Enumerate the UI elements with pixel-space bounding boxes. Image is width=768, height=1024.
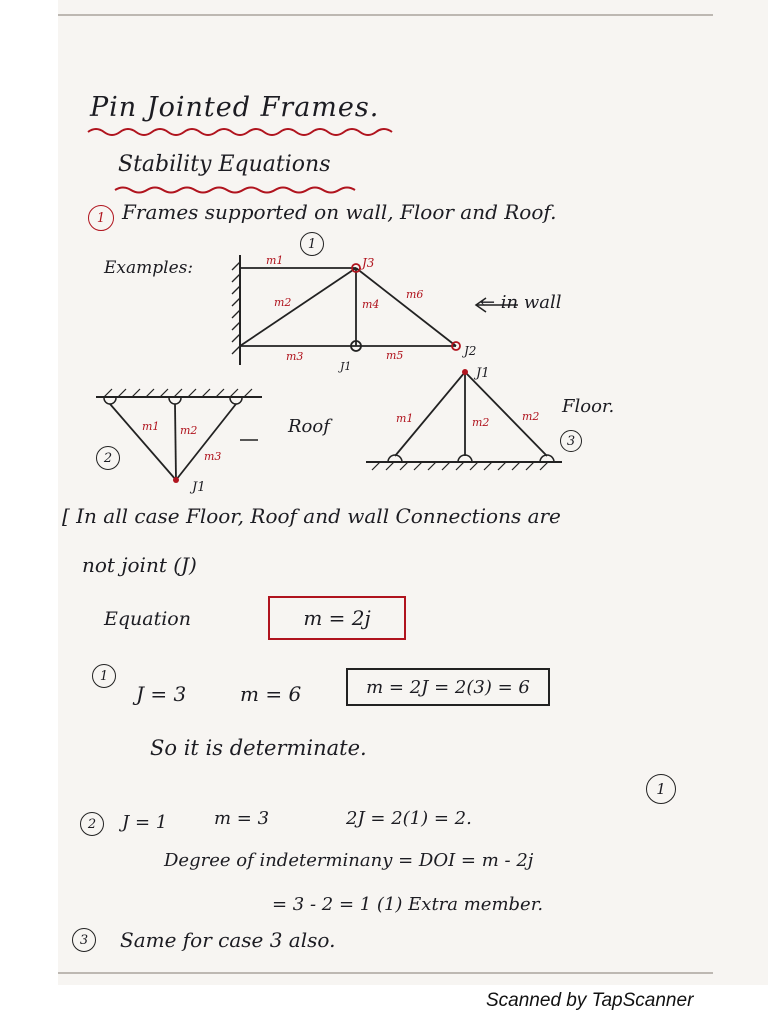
floor-label-m1: m1 — [396, 412, 414, 425]
case-1-conclusion: So it is determinate. — [150, 736, 367, 760]
diagram-1-number-text: 1 — [307, 236, 317, 252]
label-m2: m2 — [274, 296, 292, 309]
doi-line: Degree of indeterminany = DOI = m - 2j — [164, 850, 534, 871]
label-j3: J3 — [362, 256, 375, 270]
page-title: Pin Jointed Frames. — [90, 92, 380, 123]
case-2-calc: 2J = 2(1) = 2. — [346, 808, 472, 829]
section-number-circle: 1 — [88, 205, 114, 231]
note-line-1: [ In all case Floor, Roof and wall Conne… — [62, 504, 561, 528]
case-1-number-text: 1 — [99, 668, 109, 684]
case-1-members: m = 6 — [240, 682, 302, 706]
case-3-number: 3 — [72, 928, 96, 952]
roof-label-m3: m3 — [204, 450, 222, 463]
case-1-result: m = 2J = 2(3) = 6 — [366, 676, 530, 698]
equation-box: m = 2j — [268, 596, 406, 640]
scanner-watermark: Scanned by TapScanner — [486, 990, 694, 1011]
floor-annotation: Floor. — [562, 396, 615, 417]
diagram-3-number-text: 3 — [566, 433, 576, 449]
note-line-2: not joint (J) — [82, 553, 197, 577]
diagram-2-number: 2 — [96, 446, 120, 470]
section-number: 1 — [96, 210, 106, 226]
case-1-number: 1 — [92, 664, 116, 688]
roof-label-m2: m2 — [180, 424, 198, 437]
roof-annotation: Roof — [288, 416, 330, 437]
corner-circled-number: 1 — [646, 774, 676, 804]
case-2-number: 2 — [80, 812, 104, 836]
label-j2: J2 — [464, 344, 477, 358]
floor-label-m2a: m2 — [472, 416, 490, 429]
diagram-1-number: 1 — [300, 232, 324, 256]
section-heading: Frames supported on wall, Floor and Roof… — [122, 200, 557, 224]
floor-label-j1: J1 — [476, 366, 490, 381]
case-1-result-box: m = 2J = 2(3) = 6 — [346, 668, 550, 706]
equation-text: m = 2j — [303, 606, 371, 630]
case-1-joints: J = 3 — [136, 682, 187, 706]
diagram-3-number: 3 — [560, 430, 582, 452]
page-bottom-edge — [58, 972, 713, 974]
roof-label-j1: J1 — [192, 480, 206, 495]
label-m5: m5 — [386, 349, 404, 362]
label-m6: m6 — [406, 288, 424, 301]
case-2-joints: J = 1 — [122, 812, 168, 833]
in-wall-annotation: ← in wall — [480, 292, 562, 313]
case-2-members: m = 3 — [214, 808, 270, 829]
examples-label: Examples: — [104, 258, 194, 278]
corner-number-text: 1 — [656, 780, 666, 798]
case-3-number-text: 3 — [79, 932, 89, 948]
diagram-2-number-text: 2 — [103, 450, 113, 466]
case-3-text: Same for case 3 also. — [120, 928, 336, 952]
label-m3: m3 — [286, 350, 304, 363]
page-top-edge — [58, 14, 713, 16]
roof-label-m1: m1 — [142, 420, 160, 433]
label-m1: m1 — [266, 254, 284, 267]
floor-label-m2b: m2 — [522, 410, 540, 423]
notebook-page — [58, 0, 768, 985]
label-j1: J1 — [340, 360, 352, 373]
section-subtitle: Stability Equations — [118, 152, 331, 177]
label-m4: m4 — [362, 298, 380, 311]
doi-result: = 3 - 2 = 1 (1) Extra member. — [272, 894, 544, 915]
equation-label: Equation — [104, 608, 191, 630]
case-2-number-text: 2 — [87, 816, 97, 832]
